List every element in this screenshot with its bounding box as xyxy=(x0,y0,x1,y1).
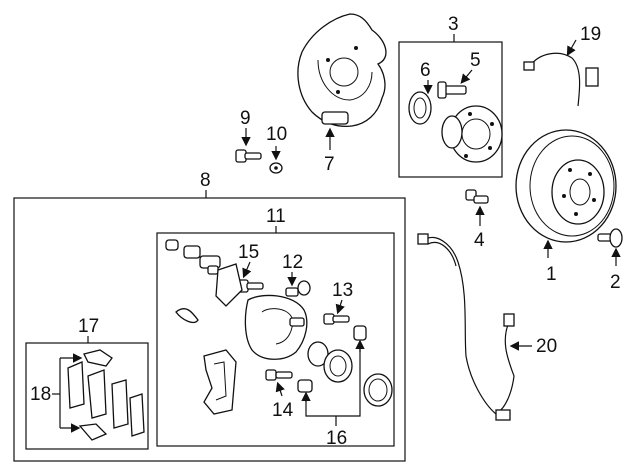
callout-15: 15 xyxy=(238,242,259,263)
hub-bolt-part xyxy=(437,81,467,99)
callout-12: 12 xyxy=(282,252,303,273)
bleeder-screw-part xyxy=(285,280,311,297)
brake-disc-part xyxy=(515,129,617,243)
piston-part xyxy=(307,325,367,383)
callout-18: 18 xyxy=(30,384,51,405)
callout-4: 4 xyxy=(474,230,485,251)
callout-3: 3 xyxy=(448,14,459,35)
leader-13 xyxy=(335,299,345,315)
speed-sensor-wire-bottom xyxy=(417,233,515,421)
callout-13: 13 xyxy=(332,280,353,301)
callout-17: 17 xyxy=(78,316,99,337)
caliper-assembly-box xyxy=(13,197,406,462)
leader-5 xyxy=(460,69,473,84)
callout-20: 20 xyxy=(536,336,557,357)
wheel-hub-part xyxy=(408,91,503,163)
callout-10: 10 xyxy=(266,124,287,145)
caliper-bolt-part xyxy=(323,313,350,325)
speed-sensor-wire-top xyxy=(523,52,599,107)
caliper-body-part xyxy=(244,294,308,360)
callout-11: 11 xyxy=(266,206,286,227)
washer-part xyxy=(269,162,283,174)
callout-9: 9 xyxy=(240,108,251,129)
rotor-screw-part xyxy=(597,228,623,248)
piston-seal-part xyxy=(363,373,393,407)
shield-bolt-part xyxy=(235,149,262,163)
leader-16 xyxy=(305,346,361,417)
callout-2: 2 xyxy=(610,272,621,293)
leader-15 xyxy=(242,261,252,279)
guide-pin-set xyxy=(165,239,221,275)
callout-8: 8 xyxy=(200,170,211,191)
hub-assembly-box xyxy=(398,41,503,178)
pad-kit-box xyxy=(25,342,149,450)
callout-19: 19 xyxy=(580,24,601,45)
leader-19 xyxy=(566,39,577,57)
caliper-bracket-clip xyxy=(175,263,243,324)
callout-6: 6 xyxy=(420,60,431,81)
callout-16: 16 xyxy=(326,428,347,449)
hub-mount-bolt-part xyxy=(465,189,489,204)
callout-7: 7 xyxy=(324,154,335,175)
pad-clip-bottom xyxy=(78,423,108,441)
splash-shield-part xyxy=(297,13,387,128)
brake-pad-set xyxy=(67,361,145,437)
callout-5: 5 xyxy=(470,50,481,71)
callout-14: 14 xyxy=(272,400,294,421)
callout-1: 1 xyxy=(546,264,557,285)
caliper-bracket-part xyxy=(203,349,237,415)
leader-14 xyxy=(275,381,285,397)
bracket-bolt-part xyxy=(265,369,313,393)
pad-clip-top xyxy=(83,349,113,367)
